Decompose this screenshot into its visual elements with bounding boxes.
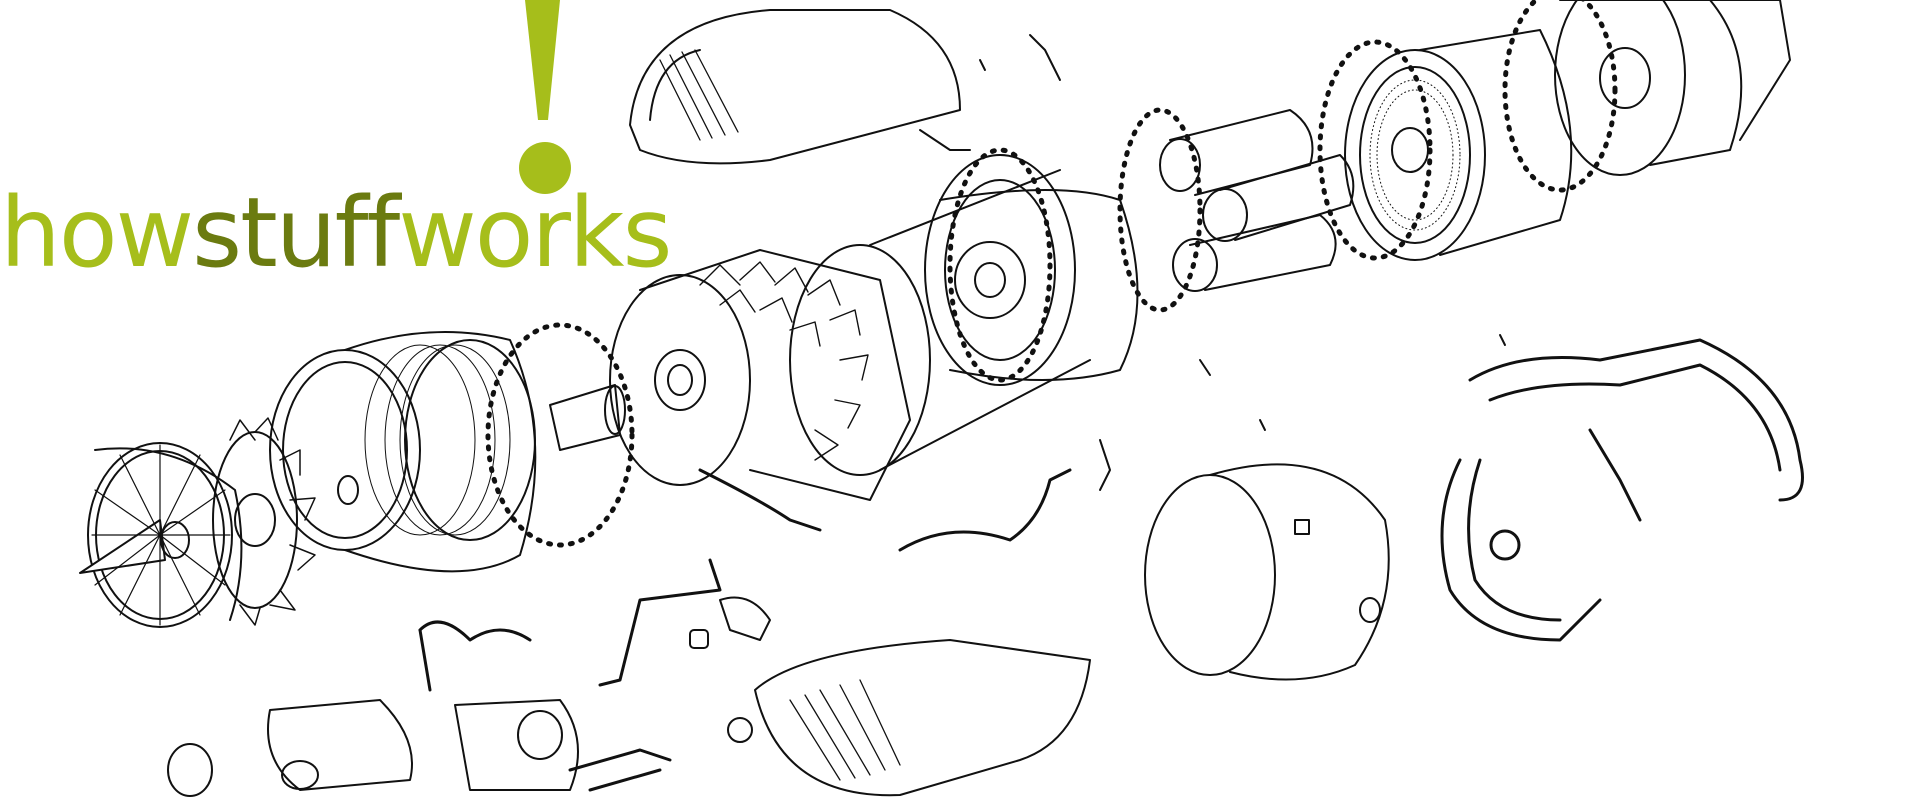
gearbox-accessories bbox=[167, 596, 771, 797]
bolt-ring bbox=[485, 322, 635, 548]
accessory-tubing bbox=[418, 468, 1072, 792]
lower-casing-half bbox=[754, 639, 1091, 797]
logo-text-stuff: stuff bbox=[192, 177, 400, 289]
combustor-cans bbox=[1159, 109, 1355, 292]
bolt-ring-3 bbox=[1317, 0, 1618, 261]
exclamation-icon bbox=[519, 0, 571, 194]
hp-compressor bbox=[609, 249, 911, 501]
upper-casing-half bbox=[629, 9, 961, 165]
howstuffworks-logo[interactable]: howstuffworks bbox=[0, 0, 700, 290]
fan-assembly bbox=[79, 442, 243, 628]
exhaust-cone bbox=[1554, 0, 1791, 176]
small-fittings bbox=[919, 34, 1506, 491]
compressor-casing bbox=[269, 331, 537, 573]
fan-blade-disc bbox=[212, 417, 316, 626]
bypass-duct bbox=[1144, 463, 1390, 681]
logo-text-works: works bbox=[398, 177, 672, 289]
turbine-stage bbox=[1344, 29, 1573, 261]
logo-wordmark: howstuffworks bbox=[0, 177, 673, 289]
logo-text-how: how bbox=[0, 177, 194, 289]
bolt-ring-2 bbox=[947, 107, 1203, 383]
fuel-manifold-pipes bbox=[1440, 338, 1804, 642]
